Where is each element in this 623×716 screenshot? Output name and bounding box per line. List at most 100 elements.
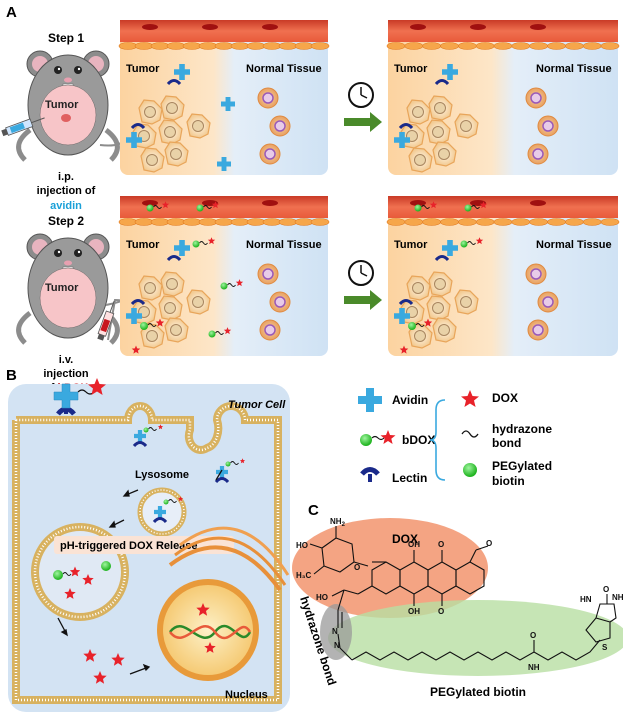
endothelial-cell	[458, 218, 477, 226]
dox-star-icon	[204, 642, 216, 653]
normal-region-label: Normal Tissue	[246, 63, 322, 75]
chemical-atoms: HO NH2 H₃C O OH O OH O O HO N N O NH S H…	[296, 517, 623, 672]
endothelial-cell	[230, 218, 250, 226]
avidin-icon	[174, 240, 190, 256]
bdox-molecule	[143, 424, 164, 433]
legend-brace	[429, 399, 446, 481]
endothelial-cell	[198, 218, 218, 226]
lectin-icon	[130, 299, 146, 306]
endothelial-cell	[166, 42, 186, 50]
dox-star-icon	[196, 603, 210, 616]
endothelial-cell	[182, 218, 202, 226]
peg-highlight	[328, 600, 623, 676]
dox-star-icon	[475, 237, 484, 245]
avidin-icon	[216, 466, 228, 478]
legend-bdox: bDOX	[402, 433, 435, 447]
dox-star-icon	[177, 496, 184, 502]
lectin-icon	[166, 79, 182, 86]
endothelial-cell	[198, 42, 218, 50]
endothelial-cell	[565, 42, 584, 50]
dox-star-icon	[83, 649, 97, 662]
dox-star-icon	[207, 237, 216, 245]
red-blood-cell	[202, 24, 218, 30]
time-arrow-step1	[344, 112, 382, 132]
legend-peg-icon	[463, 463, 477, 477]
endothelial-cell	[547, 218, 566, 226]
avidin-icon	[154, 506, 166, 518]
endothelial-cell	[529, 42, 548, 50]
normal-cell	[537, 115, 559, 137]
panel-c-letter: C	[308, 502, 319, 519]
tumor-region-label: Tumor	[394, 63, 428, 75]
legend-lectin: Lectin	[392, 471, 427, 485]
endothelial-cell	[565, 218, 584, 226]
tumor-cell	[160, 271, 185, 297]
avidin-icon	[394, 132, 410, 148]
legend-avidin: Avidin	[392, 393, 428, 407]
avidin-icon	[134, 430, 146, 442]
bdox-molecule	[408, 318, 433, 330]
bdox-molecule	[220, 279, 244, 290]
normal-region-label: Normal Tissue	[246, 239, 322, 251]
panel-a-letter: A	[6, 4, 17, 21]
chemical-structure	[309, 526, 617, 661]
normal-region-label: Normal Tissue	[536, 239, 612, 251]
red-blood-cell	[470, 24, 486, 30]
svg-text:S: S	[602, 643, 608, 652]
normal-cell	[269, 115, 291, 137]
avidin-icon	[126, 132, 142, 148]
svg-text:O: O	[603, 585, 609, 594]
lectin-icon	[130, 123, 146, 130]
endothelial-cell	[475, 218, 495, 226]
legend-dox-icon	[461, 390, 479, 407]
dox-star-icon	[429, 201, 438, 209]
svg-text:HO: HO	[316, 593, 328, 602]
release-label: pH-triggered DOX Release	[60, 540, 198, 552]
legend-hydrazone-1: hydrazone	[492, 422, 552, 436]
endothelial-cell	[422, 42, 441, 50]
tumor-cell	[138, 99, 163, 125]
dox-star-icon	[161, 201, 170, 209]
plasma-membrane	[12, 402, 282, 704]
svg-text:OH: OH	[408, 607, 420, 616]
normal-cell	[257, 263, 279, 285]
dox-star-icon	[155, 318, 165, 327]
endothelial-cell	[386, 218, 406, 226]
nucleus-label: Nucleus	[225, 689, 268, 701]
tumor-cell	[408, 323, 433, 349]
dox-star-icon	[223, 327, 232, 335]
svg-text:O: O	[438, 540, 444, 549]
tumor-cell	[426, 295, 451, 321]
legend-hydrazone-2: bond	[492, 436, 521, 450]
legend-lectin-icon	[360, 467, 380, 482]
legend: Avidin bDOX Lectin DOX hydrazone bond PE…	[358, 388, 552, 488]
step1-caption-agent: avidin	[50, 200, 82, 212]
svg-text:HO: HO	[296, 541, 308, 550]
endothelial-cell	[118, 218, 138, 226]
endothelial-cell	[310, 42, 330, 50]
tumor-cell	[432, 317, 457, 343]
blood-vessel	[388, 20, 618, 42]
endothelial-cell	[118, 42, 138, 50]
tumor-cell	[406, 275, 431, 301]
red-blood-cell	[530, 200, 546, 206]
endothelial-cell	[150, 42, 170, 50]
tumor-region-label: Tumor	[394, 239, 428, 251]
dox-star-icon	[111, 653, 125, 666]
endothelial-cell	[310, 218, 330, 226]
normal-cell	[525, 263, 547, 285]
tumor-region-label: Tumor	[126, 63, 160, 75]
step2-caption-line1: i.v.	[59, 354, 73, 366]
amine-label: NH2	[330, 517, 346, 528]
endothelial-cell	[600, 218, 620, 226]
mouse-step2: Step 2 Tumor i.v. injection of bDOX	[16, 214, 122, 394]
dox-star-icon	[131, 345, 141, 354]
legend-peg-2: biotin	[492, 474, 525, 488]
normal-cell	[259, 319, 281, 341]
legend-hydrazone-icon	[461, 430, 479, 438]
dox-label: DOX	[392, 532, 418, 546]
mouse-step1: Step 1 Tumor i.p. injection of avidin	[1, 31, 130, 212]
endothelial-cell	[386, 42, 406, 50]
endothelial-cell	[182, 42, 202, 50]
